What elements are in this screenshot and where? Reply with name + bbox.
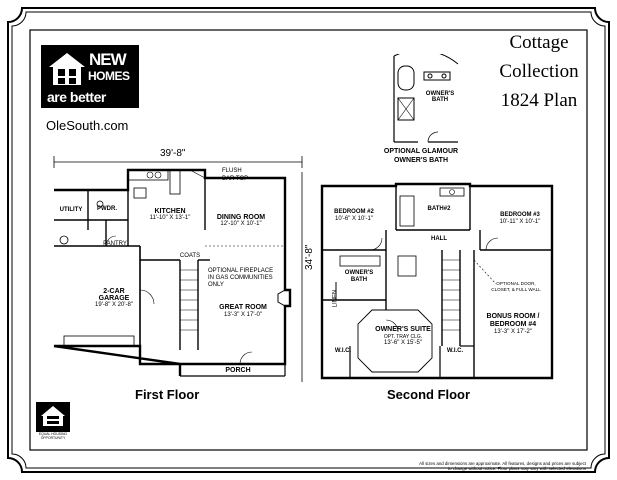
bar-top-label: BAR TOP (222, 176, 249, 182)
width-dimension: 39'-8" (160, 148, 186, 159)
second-floor-plan (320, 182, 554, 380)
optional-door-note1: OPTIONAL DOOR, (496, 281, 536, 286)
great-room-size: 13'-3" X 17'-0" (224, 312, 262, 318)
garage-label1: 2-CAR (103, 288, 125, 295)
second-floor-label: Second Floor (387, 387, 471, 402)
plan-title-line1: Cottage (509, 32, 569, 53)
equal-housing-text2: OPPORTUNITY (40, 436, 66, 440)
glamour-bath-inset (393, 54, 459, 143)
equal-housing-text1: EQUAL HOUSING (38, 432, 68, 436)
flush-bar-label: FLUSH (222, 168, 242, 174)
bonus-room-size: 13'-3" X 17'-2" (494, 329, 532, 335)
bedroom3-label: BEDROOM #3 (500, 212, 540, 218)
glamour-caption1: OPTIONAL GLAMOUR (383, 148, 459, 155)
fireplace-note1: OPTIONAL FIREPLACE (208, 268, 274, 274)
owners-suite-label: OWNER'S SUITE (375, 326, 431, 333)
great-room-label: GREAT ROOM (219, 304, 267, 311)
plan-title-line2: Collection (499, 61, 579, 82)
glamour-bath-label2: BATH (431, 97, 449, 103)
website-url[interactable]: OleSouth.com (46, 118, 129, 133)
bath2-label: BATH#2 (427, 206, 451, 212)
owners-bath-label1: OWNER'S (344, 270, 374, 276)
logo-homes: HOMES (88, 69, 130, 83)
fireplace-note2: IN GAS COMMUNITIES (208, 275, 273, 281)
logo-new: NEW (89, 50, 127, 69)
porch-label: PORCH (225, 367, 251, 374)
coats-label: COATS (179, 253, 201, 259)
logo-are-better: are better (47, 89, 106, 105)
bedroom2-size: 10'-6" X 10'-1" (335, 216, 373, 222)
garage-label2: GARAGE (98, 295, 130, 302)
hall-label: HALL (431, 236, 447, 242)
plan-title-line3: 1824 Plan (500, 90, 578, 111)
equal-housing-icon (36, 402, 70, 432)
bedroom3-size: 10'-11" X 10'-1" (499, 219, 541, 225)
disclaimer-line1: All sizes and dimensions are approximate… (419, 461, 586, 466)
pantry-label: PANTRY (103, 241, 127, 247)
owners-suite-size: 13'-6" X 15'-5" (384, 340, 422, 346)
tray-ceiling-label: OPT. TRAY CLG. (383, 334, 423, 340)
bonus-room-label2: BEDROOM #4 (489, 321, 537, 328)
bonus-room-label1: BONUS ROOM / (486, 313, 540, 320)
depth-dimension: 34'-8" (304, 244, 315, 270)
first-floor-label: First Floor (135, 387, 200, 402)
glamour-caption2: OWNER'S BATH (393, 157, 449, 164)
fireplace-note3: ONLY (208, 282, 224, 288)
wic-right-label: W.I.C. (446, 348, 464, 354)
owners-bath-label2: BATH (350, 277, 368, 283)
new-homes-logo: NEW HOMES are better (41, 45, 139, 108)
linen-label: LINEN (332, 289, 339, 308)
wic-left-label: W.I.C. (334, 348, 352, 354)
garage-size: 19'-8" X 20'-8" (95, 302, 133, 308)
bedroom2-label: BEDROOM #2 (334, 209, 374, 215)
kitchen-label: KITCHEN (154, 208, 186, 215)
utility-label: UTILITY (59, 207, 83, 213)
kitchen-size: 11'-10" X 13'-1" (149, 215, 191, 221)
dining-label: DINING ROOM (216, 214, 266, 221)
pwdr-label: PWDR. (97, 206, 117, 212)
house-icon (49, 53, 85, 85)
first-floor-plan (53, 156, 303, 382)
dining-size: 12'-10" X 10'-1" (220, 221, 262, 227)
glamour-bath-label1: OWNER'S (425, 91, 455, 97)
disclaimer-line2: to change without notice. Floor plans ma… (447, 466, 586, 471)
optional-door-note2: CLOSET, & FULL WALL (491, 287, 541, 292)
